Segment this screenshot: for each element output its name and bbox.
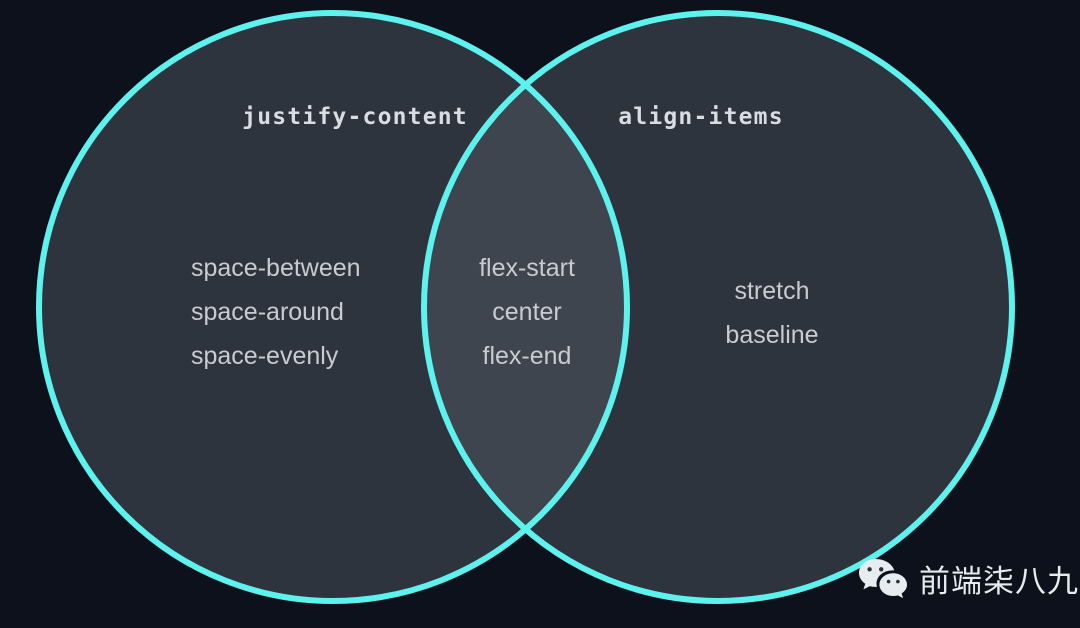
list-item: space-evenly (191, 342, 339, 370)
watermark-text: 前端柒八九 (919, 564, 1079, 600)
intersection-lens-fill (424, 13, 627, 601)
list-item: center (492, 298, 562, 326)
list-item: flex-start (479, 254, 575, 282)
list-item: baseline (725, 321, 819, 349)
list-item: space-around (191, 298, 344, 326)
list-item: space-between (191, 254, 361, 282)
wechat-icon (859, 558, 907, 598)
watermark: 前端柒八九 (857, 556, 1079, 601)
list-item: flex-end (482, 342, 572, 370)
left-circle-title: justify-content (242, 104, 468, 130)
intersection-item-list: flex-start center flex-end (479, 246, 575, 378)
right-circle-item-list: stretch baseline (725, 269, 818, 357)
right-circle-title: align-items (618, 104, 784, 130)
left-circle-item-list: space-between space-around space-evenly (191, 246, 361, 378)
right-circle-outline (421, 10, 1015, 604)
left-circle-outline (36, 10, 630, 604)
list-item: stretch (734, 277, 810, 305)
